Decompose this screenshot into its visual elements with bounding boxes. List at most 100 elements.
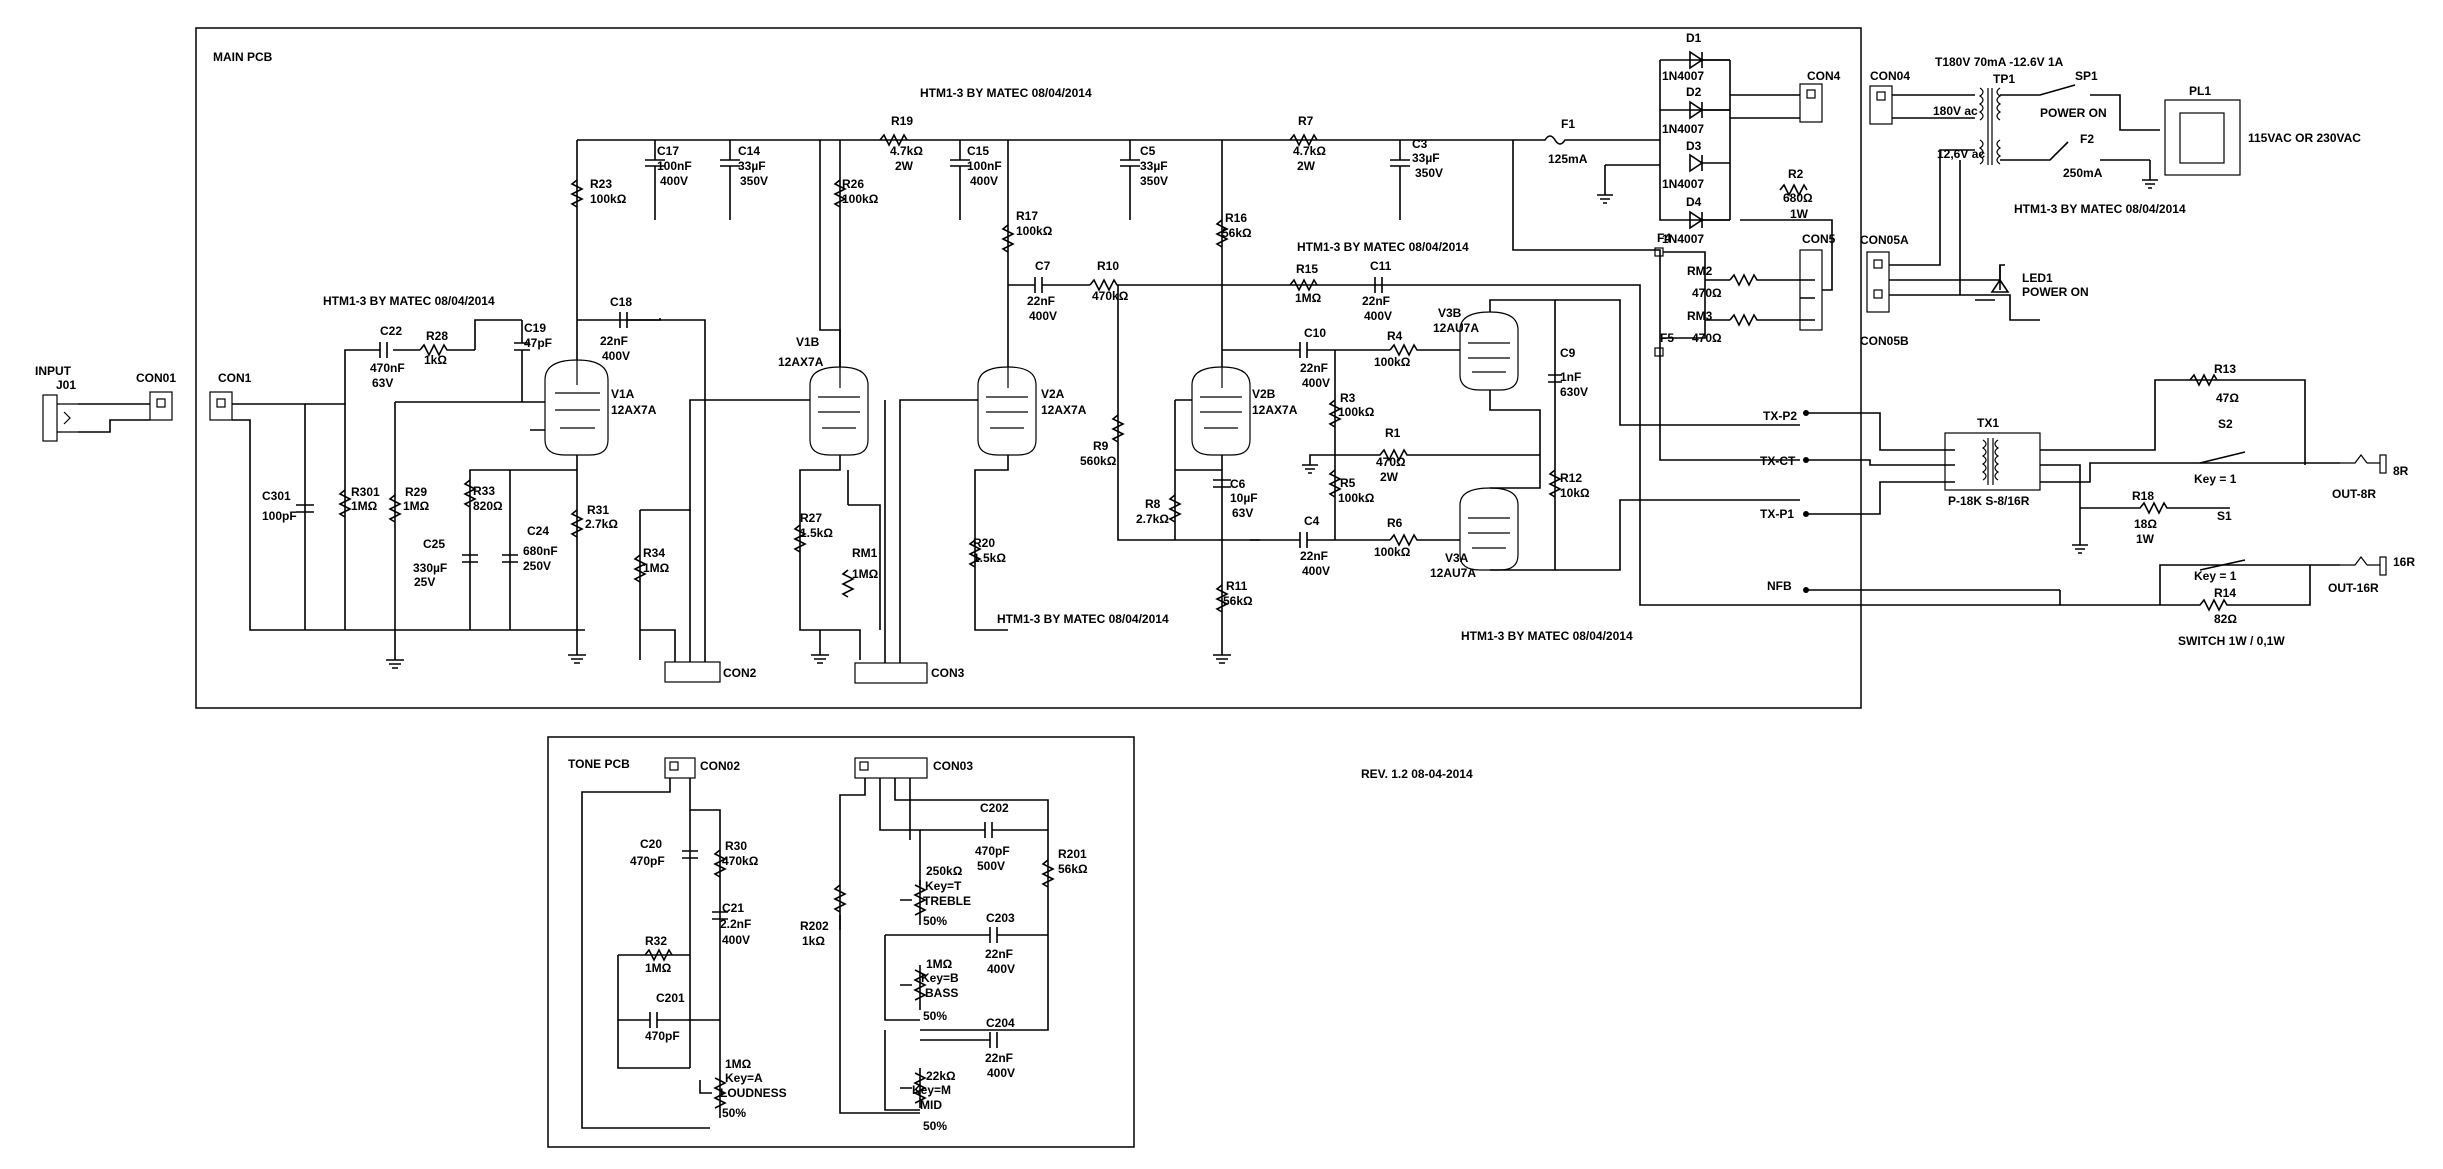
v1b-type: 12AX7A xyxy=(778,355,824,369)
resistor-r11 xyxy=(1215,584,1229,613)
r18-power: 1W xyxy=(2136,532,2155,546)
v2a-type: 12AX7A xyxy=(1041,403,1087,417)
ground-icon xyxy=(2142,160,2158,189)
r33-value: 820Ω xyxy=(473,499,503,513)
c11-label: C11 xyxy=(1370,259,1392,273)
rm1-label: RM1 xyxy=(852,546,878,560)
pot-mid-pos: 50% xyxy=(923,1119,947,1133)
wire xyxy=(581,778,721,1129)
tp1-label: TP1 xyxy=(1993,72,2015,86)
con05-pin xyxy=(1873,289,1883,299)
d3-type: 1N4007 xyxy=(1662,177,1704,191)
out-16r-label: OUT-16R xyxy=(2328,581,2379,595)
r17-label: R17 xyxy=(1016,209,1038,223)
c3-label: C3 xyxy=(1412,137,1428,151)
r9-label: R9 xyxy=(1093,439,1109,453)
con4-pin xyxy=(1806,89,1816,99)
r202-value: 1kΩ xyxy=(802,934,825,948)
resistor-r3 xyxy=(1328,399,1342,428)
rm1-value: 1MΩ xyxy=(852,567,879,581)
c14-label: C14 xyxy=(738,144,760,158)
r11-value: 56kΩ xyxy=(1223,594,1253,608)
pot-mid-key: Key=M xyxy=(912,1083,951,1097)
pot-treble-value: 250kΩ xyxy=(926,864,963,878)
con05-pin xyxy=(1873,259,1883,269)
r10-label: R10 xyxy=(1097,259,1119,273)
wire xyxy=(1555,299,1800,571)
resistor-r6 xyxy=(1389,533,1460,547)
wire xyxy=(1117,285,1260,541)
tx-ct-label: TX-CT xyxy=(1760,454,1796,468)
d4-label: D4 xyxy=(1686,195,1702,209)
con03-label: CON03 xyxy=(933,759,973,773)
c15-value: 100nF xyxy=(967,159,1002,173)
c301-value: 100pF xyxy=(262,509,297,523)
c21-rating: 400V xyxy=(722,933,750,947)
resistor-r12 xyxy=(1548,469,1562,498)
r27-label: R27 xyxy=(800,511,822,525)
c15-rating: 400V xyxy=(970,174,998,188)
con03-connector xyxy=(854,757,928,779)
wire xyxy=(576,140,661,360)
r13-label: R13 xyxy=(2214,362,2236,376)
c204-rating: 400V xyxy=(987,1066,1015,1080)
r17-value: 100kΩ xyxy=(1016,224,1053,238)
c5-rating: 350V xyxy=(1140,174,1168,188)
r19-value: 4.7kΩ xyxy=(890,144,923,158)
r18-label: R18 xyxy=(2132,489,2154,503)
resistor-r19 xyxy=(879,133,908,147)
d2-type: 1N4007 xyxy=(1662,122,1704,136)
capacitor-c9 xyxy=(1548,374,1562,383)
c7-value: 22nF xyxy=(1027,294,1055,308)
con3-label: CON3 xyxy=(931,666,965,680)
pot-bass-pos: 50% xyxy=(923,1009,947,1023)
out-8r-label: OUT-8R xyxy=(2332,487,2376,501)
c10-label: C10 xyxy=(1304,326,1326,340)
capacitor-c14 xyxy=(720,140,740,220)
transformer-spec: T180V 70mA -12.6V 1A xyxy=(1935,55,2064,69)
pot-loudness-key: Key=A xyxy=(725,1071,763,1085)
s1-key: Key = 1 xyxy=(2194,569,2237,583)
r12-label: R12 xyxy=(1560,471,1582,485)
r27-value: 1.5kΩ xyxy=(800,526,833,540)
c17-label: C17 xyxy=(657,144,679,158)
rm2-label: RM2 xyxy=(1687,264,1713,278)
wire xyxy=(617,954,690,1069)
r30-value: 470kΩ xyxy=(722,854,759,868)
resistor-r1 xyxy=(1335,448,1540,462)
resistor-r10 xyxy=(1089,278,1600,292)
pot-treble xyxy=(900,880,927,925)
v1a-label: V1A xyxy=(611,387,635,401)
capacitor-c203 xyxy=(884,927,1048,1021)
c21-label: C21 xyxy=(722,901,744,915)
wire xyxy=(627,319,706,401)
tube-v2b xyxy=(1191,366,1251,456)
r23-label: R23 xyxy=(590,177,612,191)
capacitor-c4 xyxy=(1250,532,1390,548)
nfb-label: NFB xyxy=(1767,579,1792,593)
wire xyxy=(640,400,706,662)
d1-label: D1 xyxy=(1686,31,1702,45)
con1-connector xyxy=(209,391,233,421)
s2-label: S2 xyxy=(2218,417,2233,431)
r301-label: R301 xyxy=(351,485,380,499)
con02-label: CON02 xyxy=(700,759,740,773)
input-jack-icon xyxy=(42,394,78,442)
r2-label: R2 xyxy=(1788,167,1804,181)
r20-value: 1.5kΩ xyxy=(973,551,1006,565)
pot-loudness-value: 1MΩ xyxy=(725,1057,752,1071)
ground-icon xyxy=(811,630,829,664)
v3a-label: V3A xyxy=(1445,551,1469,565)
wire xyxy=(1489,299,1556,571)
c10-value: 22nF xyxy=(1300,361,1328,375)
r34-value: 1MΩ xyxy=(643,561,670,575)
r2-power: 1W xyxy=(1790,207,1809,221)
r32-label: R32 xyxy=(645,934,667,948)
con5-connector xyxy=(1799,249,1823,331)
r6-value: 100kΩ xyxy=(1374,545,1411,559)
capacitor-c6 xyxy=(1213,479,1231,488)
c15-label: C15 xyxy=(967,144,989,158)
r7-label: R7 xyxy=(1298,114,1314,128)
capacitor-c5 xyxy=(1120,140,1140,220)
